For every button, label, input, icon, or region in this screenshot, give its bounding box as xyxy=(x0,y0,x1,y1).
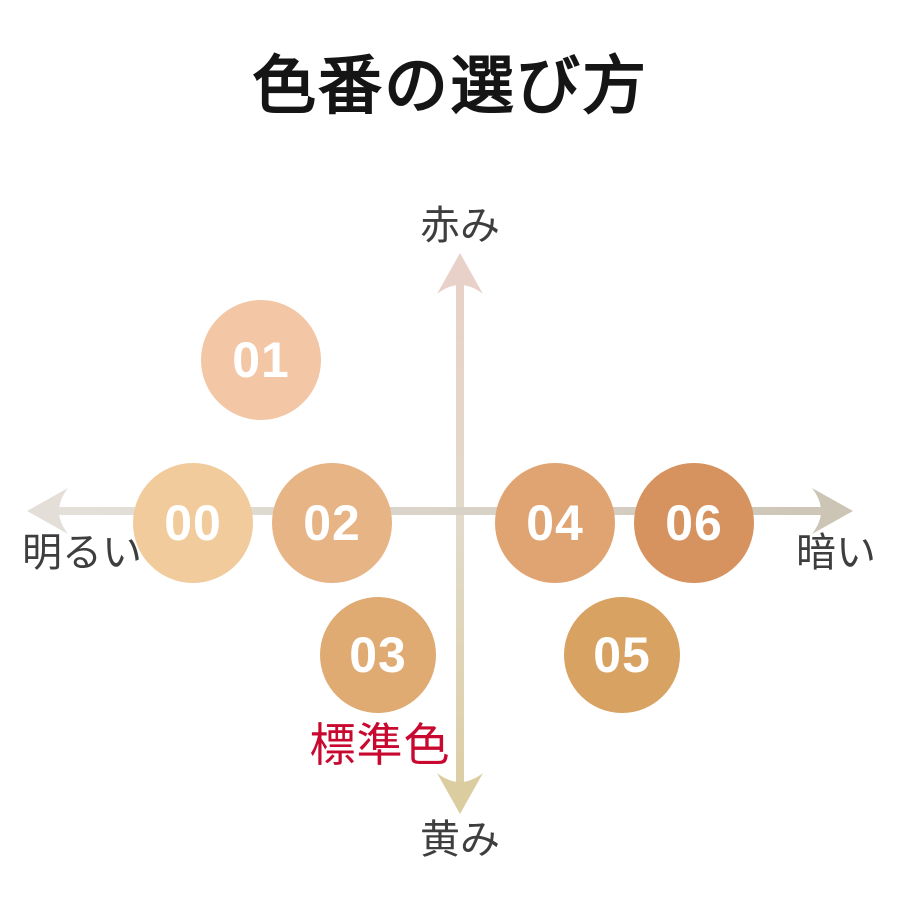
arrow-left-icon xyxy=(27,488,68,534)
shade-circle-number: 04 xyxy=(526,495,584,551)
page-title: 色番の選び方 xyxy=(252,50,648,122)
shade-circle-06: 06 xyxy=(634,463,754,583)
arrow-down-icon xyxy=(437,773,483,814)
shade-circle-number: 02 xyxy=(303,495,361,551)
horizontal-axis-line xyxy=(48,507,838,515)
axis-label-yellowness: 黄み xyxy=(420,818,500,862)
shade-circle-number: 01 xyxy=(232,332,290,388)
shade-circle-05: 05 xyxy=(564,597,680,713)
shade-circle-01: 01 xyxy=(201,300,321,420)
shade-circle-number: 03 xyxy=(349,627,407,683)
axis-label-dark: 暗い xyxy=(796,531,876,575)
shade-circle-number: 05 xyxy=(593,627,651,683)
shade-circle-03: 03 xyxy=(320,597,436,713)
arrow-right-icon xyxy=(812,488,853,534)
shade-circle-number: 06 xyxy=(665,495,723,551)
shade-circle-number: 00 xyxy=(164,495,222,551)
shade-circle-04: 04 xyxy=(495,463,615,583)
shade-circle-02: 02 xyxy=(272,463,392,583)
axis-label-redness: 赤み xyxy=(420,204,500,248)
axis-label-bright: 明るい xyxy=(22,531,142,575)
vertical-axis-line xyxy=(456,272,464,788)
arrow-up-icon xyxy=(437,253,483,294)
standard-color-label: 標準色 xyxy=(309,719,451,771)
shade-circle-00: 00 xyxy=(133,463,253,583)
